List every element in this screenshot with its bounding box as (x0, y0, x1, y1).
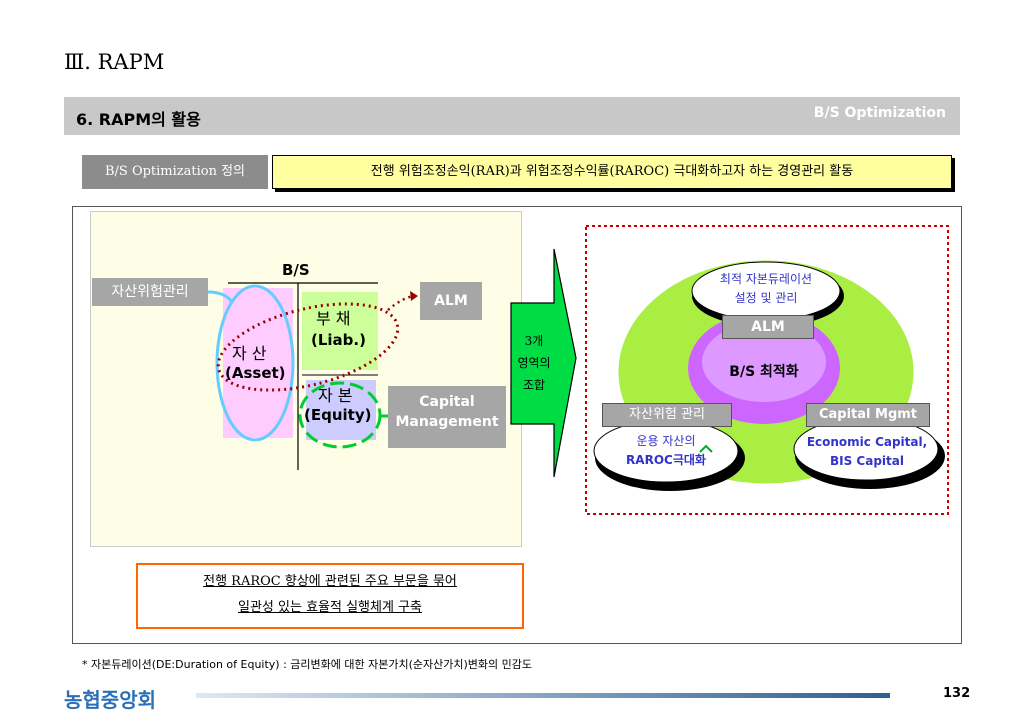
asset-en-label: (Asset) (225, 364, 286, 382)
definition-text: 전행 위험조정손익(RAR)과 위험조정수익률(RAROC) 극대화하고자 하는… (272, 155, 952, 189)
liab-en-label: (Liab.) (311, 331, 366, 349)
asset-kr-label: 자 산 (232, 344, 267, 363)
liab-kr-label: 부 채 (316, 309, 351, 328)
top-bubble-line2: 설정 및 관리 (734, 291, 798, 305)
asset-column (223, 288, 293, 438)
section-bar: 6. RAPM의 활용 B/S Optimization (64, 97, 960, 135)
left-bubble-line2: RAROC극대화 (626, 453, 706, 467)
left-bubble-mark (699, 444, 713, 453)
definition-label: B/S Optimization 정의 (82, 155, 268, 189)
top-bubble-text: 최적 자본듀레이션 설정 및 관리 (696, 270, 836, 308)
section-right-label: B/S Optimization (813, 105, 946, 121)
right-panel-frame (585, 225, 949, 515)
alm-dotted-ellipse (216, 302, 400, 392)
capital-line1: Capital (419, 394, 475, 410)
footnote: * 자본듀레이션(DE:Duration of Equity) : 금리변화에 … (82, 658, 532, 671)
summary-line2: 일관성 있는 효율적 실행체계 구축 (238, 600, 422, 615)
risk-connector (207, 290, 234, 303)
footer-line (196, 693, 890, 698)
summary-line1: 전행 RAROC 향상에 관련된 주요 부문을 묶어 (203, 574, 457, 589)
capital-line2: Management (395, 414, 499, 430)
arrow-text-line1: 3개 (524, 334, 544, 348)
combine-arrow (510, 248, 577, 478)
alm-arrowhead (410, 291, 418, 301)
right-alm-label: ALM (722, 315, 814, 339)
summary-box: 전행 RAROC 향상에 관련된 주요 부문을 묶어 일관성 있는 효율적 실행… (136, 563, 524, 629)
right-bubble-line2: BIS Capital (830, 454, 904, 468)
page-title: Ⅲ. RAPM (64, 50, 165, 74)
equity-en-label: (Equity) (304, 406, 372, 424)
alm-box: ALM (420, 282, 482, 320)
arrow-text-line3: 조합 (522, 378, 546, 392)
left-panel-background (90, 211, 522, 547)
top-bubble-line1: 최적 자본듀레이션 (719, 272, 813, 286)
right-bubble-line1: Economic Capital, (806, 435, 928, 449)
diagram-frame (72, 206, 962, 644)
equity-kr-label: 자 본 (318, 386, 353, 405)
alm-dotted-arrow (387, 294, 415, 311)
capital-mgmt-label: Capital Mgmt (806, 403, 930, 427)
risk-mgmt-box: 자산위험관리 (92, 278, 208, 306)
section-title: 6. RAPM의 활용 (76, 110, 201, 129)
green-ring-edge (617, 259, 915, 485)
page-number: 132 (943, 686, 971, 701)
capital-management-box: Capital Management (388, 386, 506, 448)
company-logo: 농협중앙회 (64, 688, 156, 712)
bs-title: B/S (282, 261, 310, 279)
arrow-text-line2: 영역의 (517, 356, 551, 370)
left-bubble-line1: 운용 자산의 (636, 434, 696, 448)
left-bubble-text: 운용 자산의 RAROC극대화 (600, 432, 732, 470)
center-highlight (702, 322, 826, 402)
asset-ellipse (215, 284, 295, 442)
arrow-text: 3개 영역의 조합 (514, 330, 554, 396)
right-bubble-text: Economic Capital, BIS Capital (796, 433, 938, 471)
risk-mgmt-label: 자산위험 관리 (602, 403, 732, 427)
center-text: B/S 최적화 (729, 364, 799, 380)
